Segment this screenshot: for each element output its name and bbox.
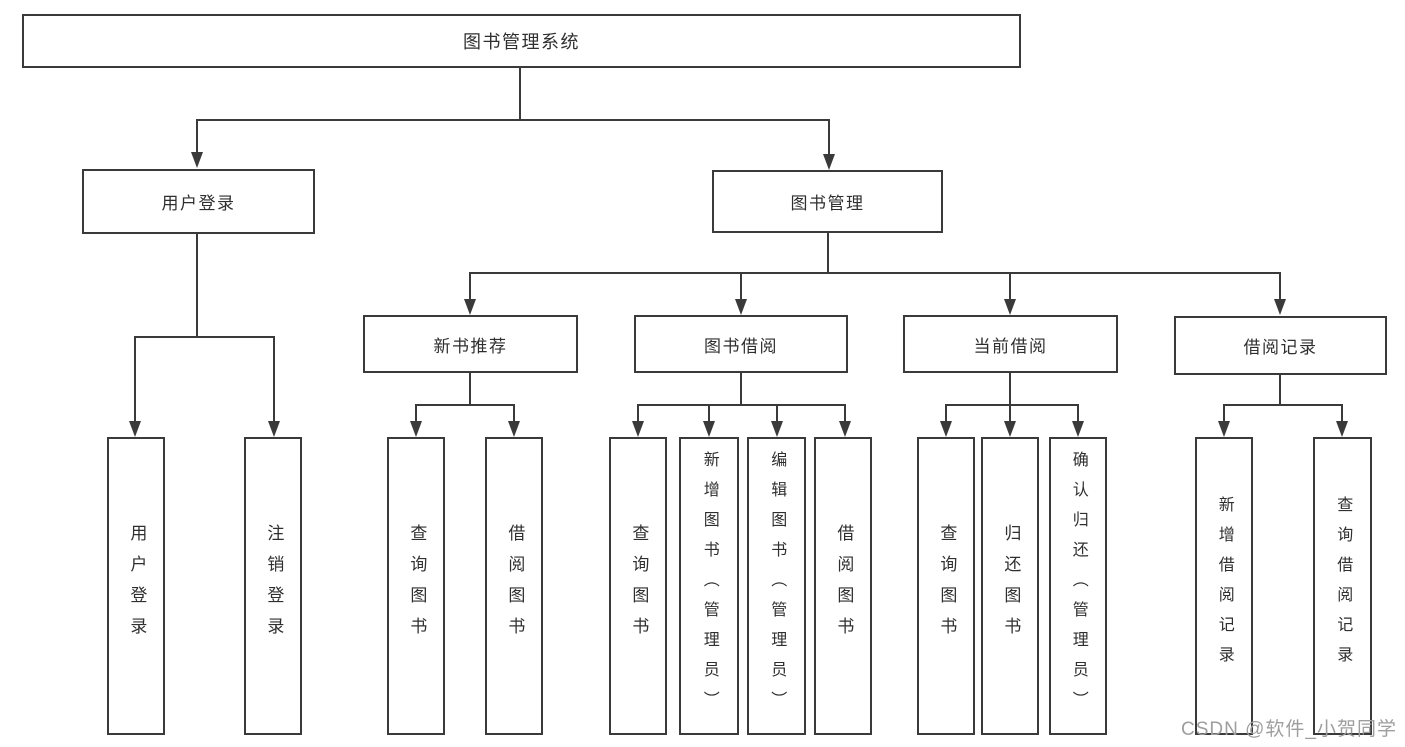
node-book-borrow-label: 图书借阅	[704, 336, 778, 356]
node-new-book-recommend-label: 新书推荐	[433, 336, 508, 356]
node-current-borrow: 当前借阅	[903, 315, 1118, 373]
arrow-down-icon	[1004, 421, 1016, 437]
connector-leaf-drop	[708, 404, 710, 422]
connector-leaf-drop	[637, 404, 639, 422]
node-user-login-label: 用户登录	[161, 194, 236, 213]
arrow-down-icon	[129, 421, 141, 437]
connector-leaf-drop	[1077, 404, 1079, 422]
connector-level3-drop	[1009, 272, 1011, 300]
connector-leaf-drop	[1341, 404, 1343, 422]
connector-borrow-records-crossbar	[1223, 404, 1343, 406]
connector-book-mgmt-drop	[828, 119, 830, 155]
leaf-label: 归还图书	[1001, 524, 1021, 648]
connector-leaf-drop	[134, 336, 136, 422]
leaf-edit-book-admin: 编辑图书（管理员）	[747, 437, 806, 735]
leaf-query-book: 查询图书	[609, 437, 667, 735]
arrow-down-icon	[1218, 421, 1230, 437]
leaf-label: 借阅图书	[505, 524, 525, 648]
leaf-logout-login: 注销登录	[244, 437, 302, 735]
arrow-down-icon	[464, 299, 476, 315]
arrow-down-icon	[771, 421, 783, 437]
connector-level3-crossbar	[469, 272, 1281, 274]
connector-level3-drop	[469, 272, 471, 300]
connector-leaf-drop	[273, 336, 275, 422]
arrow-down-icon	[1004, 299, 1016, 315]
connector-leaf-drop	[513, 404, 515, 422]
csdn-watermark: CSDN @软件_小贺同学	[1181, 719, 1397, 740]
connector-leaf-drop	[415, 404, 417, 422]
leaf-label: 新增图书（管理员）	[700, 451, 718, 721]
arrow-down-icon	[823, 154, 835, 170]
arrow-down-icon	[1274, 299, 1286, 315]
connector-level3-drop	[1279, 272, 1281, 300]
leaf-query-book: 查询图书	[917, 437, 975, 735]
connector-user-login-crossbar	[134, 336, 275, 338]
arrow-down-icon	[735, 299, 747, 315]
connector-borrow-records-stem	[1279, 375, 1281, 406]
arrow-down-icon	[1336, 421, 1348, 437]
leaf-label: 注销登录	[264, 524, 284, 648]
connector-leaf-drop	[1009, 404, 1011, 422]
connector-book-borrow-crossbar	[637, 404, 846, 406]
connector-current-borrow-stem	[1009, 373, 1011, 406]
connector-new-book-stem	[469, 373, 471, 406]
arrow-down-icon	[940, 421, 952, 437]
leaf-label: 用户登录	[127, 524, 147, 648]
node-borrow-records-label: 借阅记录	[1243, 338, 1318, 357]
connector-user-login-drop	[196, 119, 198, 153]
connector-current-borrow-crossbar	[945, 404, 1079, 406]
arrow-down-icon	[839, 421, 851, 437]
leaf-user-login: 用户登录	[107, 437, 165, 735]
node-current-borrow-label: 当前借阅	[973, 336, 1048, 356]
connector-book-mgmt-stem	[827, 233, 829, 274]
arrow-down-icon	[191, 152, 203, 168]
leaf-add-book-admin: 新增图书（管理员）	[679, 437, 739, 735]
arrow-down-icon	[632, 421, 644, 437]
arrow-down-icon	[508, 421, 520, 437]
connector-book-borrow-stem	[740, 373, 742, 406]
connector-root-stem	[519, 68, 521, 121]
connector-leaf-drop	[945, 404, 947, 422]
connector-leaf-drop	[1223, 404, 1225, 422]
leaf-label: 借阅图书	[834, 524, 854, 648]
node-user-login: 用户登录	[82, 169, 315, 234]
arrow-down-icon	[1072, 421, 1084, 437]
leaf-add-borrow-record: 新增借阅记录	[1195, 437, 1253, 735]
connector-new-book-crossbar	[415, 404, 515, 406]
connector-level2-crossbar	[197, 119, 830, 121]
leaf-borrow-book: 借阅图书	[814, 437, 872, 735]
node-root-library-system: 图书管理系统	[22, 14, 1021, 68]
connector-leaf-drop	[844, 404, 846, 422]
connector-leaf-drop	[776, 404, 778, 422]
leaf-label: 编辑图书（管理员）	[768, 451, 786, 721]
node-new-book-recommend: 新书推荐	[363, 315, 578, 373]
leaf-label: 确认归还（管理员）	[1069, 451, 1087, 721]
node-root-label: 图书管理系统	[463, 32, 580, 52]
leaf-query-borrow-record: 查询借阅记录	[1313, 437, 1372, 735]
leaf-label: 查询借阅记录	[1334, 496, 1352, 676]
node-borrow-records: 借阅记录	[1174, 316, 1387, 375]
node-book-management: 图书管理	[712, 170, 943, 233]
leaf-return-book: 归还图书	[981, 437, 1039, 735]
node-book-management-label: 图书管理	[790, 194, 865, 213]
arrow-down-icon	[703, 421, 715, 437]
node-book-borrow: 图书借阅	[634, 315, 848, 373]
leaf-label: 新增借阅记录	[1215, 496, 1233, 676]
leaf-label: 查询图书	[407, 524, 427, 648]
leaf-confirm-return-admin: 确认归还（管理员）	[1049, 437, 1107, 735]
connector-user-login-stem	[196, 234, 198, 338]
leaf-label: 查询图书	[629, 524, 649, 648]
arrow-down-icon	[410, 421, 422, 437]
leaf-query-book: 查询图书	[387, 437, 445, 735]
leaf-borrow-book: 借阅图书	[485, 437, 543, 735]
arrow-down-icon	[268, 421, 280, 437]
connector-level3-drop	[740, 272, 742, 300]
leaf-label: 查询图书	[937, 524, 957, 648]
